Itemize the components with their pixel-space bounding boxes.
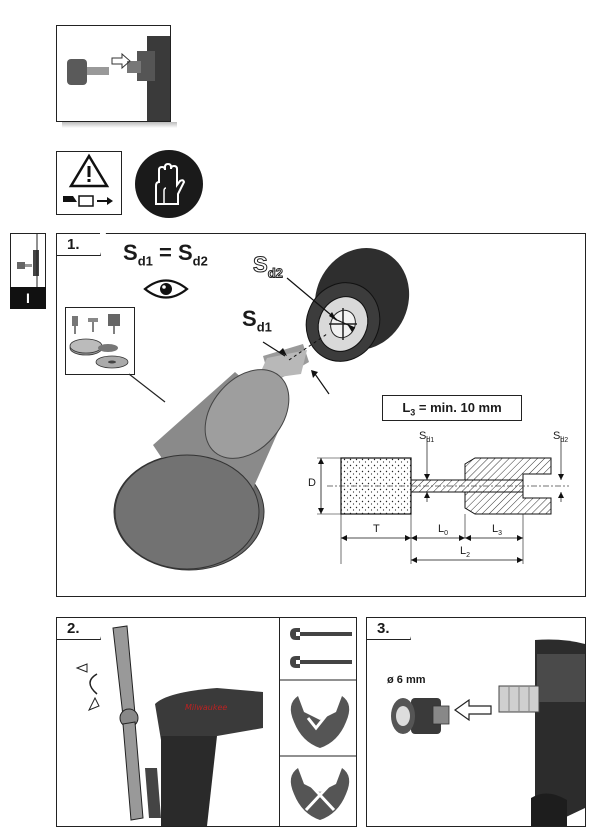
- diagram-label-sd1: Sd1: [419, 430, 435, 445]
- wrench-icon-column: [279, 618, 356, 826]
- wrench-tightening-illustration: Milwaukee: [75, 625, 263, 826]
- step-3-panel: 3. ø 6 mm: [366, 617, 586, 827]
- step-2-number: 2.: [57, 618, 106, 640]
- diagram-label-l0: L0: [438, 523, 449, 538]
- diagram-label-t: T: [373, 523, 380, 535]
- side-tab-letter: I: [10, 287, 46, 309]
- panel-shadow: [62, 122, 177, 128]
- gloves-icon: [134, 149, 204, 219]
- step-2-panel: 2. Milwaukee: [56, 617, 357, 827]
- step-1-number: 1.: [57, 233, 106, 256]
- diagram-label-l2: L2: [460, 545, 471, 560]
- collet-diameter-label: ø 6 mm: [387, 674, 426, 686]
- formula-sd1-equals-sd2: Sd1 = Sd2: [123, 240, 208, 269]
- grinding-accessories-inset: [65, 307, 135, 375]
- warning-symbol-box: [56, 151, 122, 215]
- collet-mount-illustration: [391, 639, 585, 826]
- step-1-panel: 1. Sd1 = Sd2: [56, 233, 586, 597]
- checkmark-icon: [306, 707, 334, 731]
- svg-text:Milwaukee: Milwaukee: [185, 703, 227, 712]
- collet-insert-image: [56, 25, 171, 122]
- diagram-label-d: D: [308, 477, 316, 489]
- warning-icon: [68, 153, 110, 188]
- diagram-label-l3: L3: [492, 523, 503, 538]
- label-sd2-collet: Sd2: [253, 252, 284, 281]
- min-length-note: L3 = min. 10 mm: [382, 395, 522, 421]
- mounted-point-illustration: [113, 248, 410, 571]
- cross-icon: [304, 778, 336, 812]
- cross-section-diagram: [317, 436, 569, 564]
- eye-icon: [143, 278, 189, 305]
- label-sd1-shank: Sd1: [242, 306, 272, 335]
- diagram-label-sd2: Sd2: [553, 430, 569, 445]
- step-3-number: 3.: [367, 618, 416, 640]
- side-tab-image: [10, 233, 46, 291]
- wrench-pair-icon: [290, 628, 352, 668]
